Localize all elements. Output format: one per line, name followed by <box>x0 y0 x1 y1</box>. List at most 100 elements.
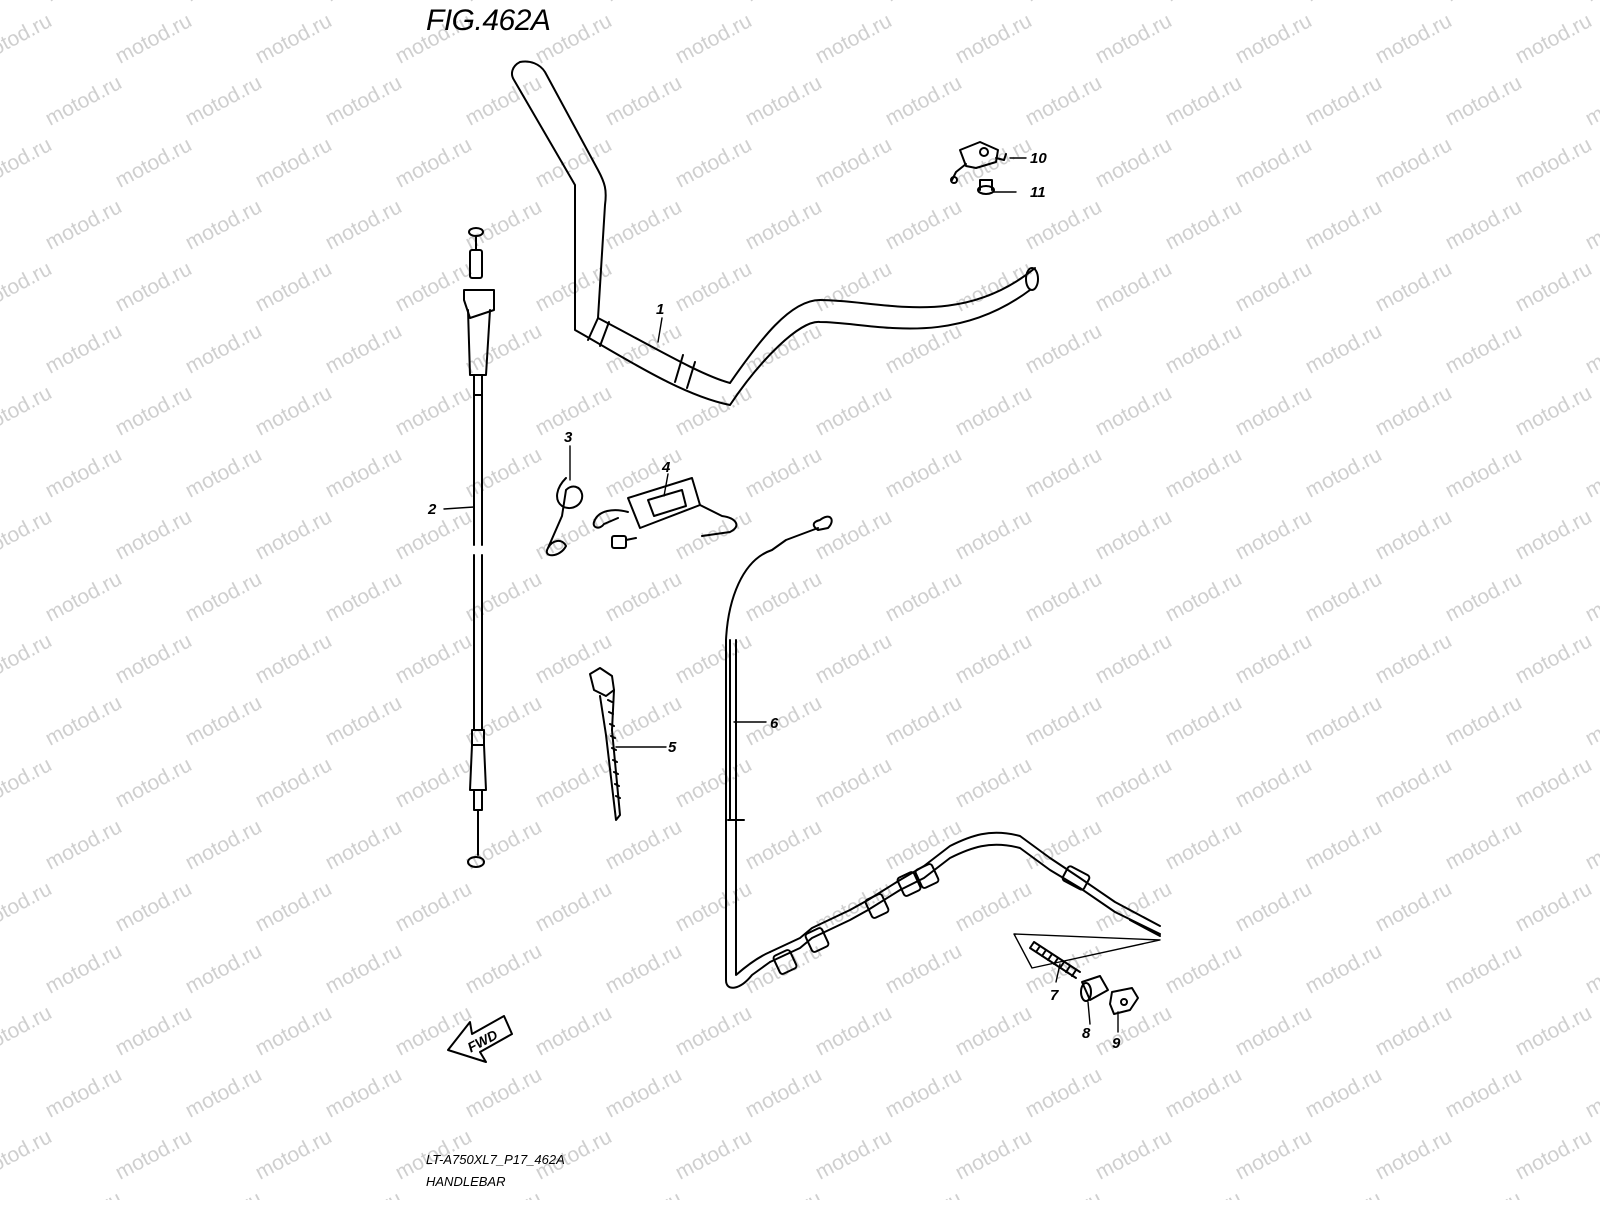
watermark-text: motod.ru <box>1442 443 1526 502</box>
drawing-code: LT-A750XL7_P17_462A <box>426 1152 565 1167</box>
watermark-text: motod.ru <box>42 71 126 130</box>
watermark-text: motod.ru <box>742 0 826 6</box>
callout-11: 11 <box>1030 184 1046 201</box>
watermark-text: motod.ru <box>1232 753 1316 812</box>
watermark-text: motod.ru <box>1022 195 1106 254</box>
watermark-text: motod.ru <box>812 877 896 936</box>
watermark-text: motod.ru <box>182 319 266 378</box>
watermark-text: motod.ru <box>952 505 1036 564</box>
fwd-arrow-icon: FWD <box>447 1015 513 1063</box>
watermark-text: motod.ru <box>1442 0 1526 6</box>
watermark-text: motod.ru <box>812 133 896 192</box>
watermark-text: motod.ru <box>1372 505 1456 564</box>
watermark-text: motod.ru <box>532 381 616 440</box>
watermark-text: motod.ru <box>182 71 266 130</box>
watermark-text: motod.ru <box>42 815 126 874</box>
leader-lines <box>443 157 1119 1033</box>
watermark-text: motod.ru <box>1582 0 1600 6</box>
watermark-text: motod.ru <box>672 753 756 812</box>
assembly-pointer <box>1013 933 1161 969</box>
watermark-text: motod.ru <box>1512 1001 1596 1060</box>
watermark-text: motod.ru <box>252 381 336 440</box>
watermark-text: motod.ru <box>602 815 686 874</box>
watermark-text: motod.ru <box>952 753 1036 812</box>
watermark-text: motod.ru <box>812 753 896 812</box>
watermark-text: motod.ru <box>1092 9 1176 68</box>
watermark-text: motod.ru <box>1232 877 1316 936</box>
watermark-text: motod.ru <box>812 381 896 440</box>
watermark-text: motod.ru <box>42 1063 126 1122</box>
screw-part <box>977 179 995 195</box>
watermark-text: motod.ru <box>42 691 126 750</box>
watermark-text: motod.ru <box>742 1187 826 1200</box>
figure-title: FIG.462A <box>426 4 551 37</box>
watermark-text: motod.ru <box>392 257 476 316</box>
watermark-text: motod.ru <box>1582 939 1600 998</box>
watermark-text: motod.ru <box>392 133 476 192</box>
callout-5: 5 <box>668 739 677 756</box>
watermark-text: motod.ru <box>392 877 476 936</box>
watermark-text: motod.ru <box>1302 195 1386 254</box>
watermark-text: motod.ru <box>812 257 896 316</box>
watermark-text: motod.ru <box>1162 195 1246 254</box>
watermark-text: motod.ru <box>322 815 406 874</box>
watermark-text: motod.ru <box>1022 0 1106 6</box>
watermark-text: motod.ru <box>882 195 966 254</box>
watermark-text: motod.ru <box>1232 1125 1316 1184</box>
watermark-text: motod.ru <box>252 1125 336 1184</box>
watermark-text: motod.ru <box>1442 319 1526 378</box>
watermark-text: motod.ru <box>392 381 476 440</box>
watermark-text: motod.ru <box>1092 1125 1176 1184</box>
watermark-text: motod.ru <box>1582 1187 1600 1200</box>
watermark-text: motod.ru <box>182 1187 266 1200</box>
watermark-text: motod.ru <box>112 9 196 68</box>
watermark-text: motod.ru <box>1162 1187 1246 1200</box>
watermark-text: motod.ru <box>1372 381 1456 440</box>
watermark-text: motod.ru <box>952 1125 1036 1184</box>
watermark-text: motod.ru <box>1302 1187 1386 1200</box>
watermark-text: motod.ru <box>182 939 266 998</box>
watermark-text: motod.ru <box>1092 1001 1176 1060</box>
spring-part <box>1029 941 1081 979</box>
watermark-text: motod.ru <box>1372 753 1456 812</box>
watermark-text: motod.ru <box>672 1125 756 1184</box>
watermark-text: motod.ru <box>1022 71 1106 130</box>
watermark-text: motod.ru <box>42 0 126 6</box>
watermark-text: motod.ru <box>1022 815 1106 874</box>
callout-10: 10 <box>1030 150 1047 167</box>
watermark-text: motod.ru <box>882 939 966 998</box>
watermark-text: motod.ru <box>1582 71 1600 130</box>
watermark-text: motod.ru <box>1442 71 1526 130</box>
watermark-text: motod.ru <box>182 1063 266 1122</box>
watermark-text: motod.ru <box>42 195 126 254</box>
watermark-text: motod.ru <box>322 443 406 502</box>
watermark-text: motod.ru <box>952 877 1036 936</box>
watermark-text: motod.ru <box>112 133 196 192</box>
watermark-text: motod.ru <box>1372 133 1456 192</box>
watermark-text: motod.ru <box>1232 257 1316 316</box>
watermark-text: motod.ru <box>322 319 406 378</box>
watermark-text: motod.ru <box>0 629 56 688</box>
callout-4: 4 <box>661 459 671 476</box>
watermark-text: motod.ru <box>602 1063 686 1122</box>
callout-labels: 1 2 3 4 5 6 7 8 9 10 11 <box>427 150 1121 1052</box>
watermark-text: motod.ru <box>602 71 686 130</box>
watermark-text: motod.ru <box>882 0 966 6</box>
watermark-text: motod.ru <box>1162 0 1246 6</box>
watermark-text: motod.ru <box>392 753 476 812</box>
spring-clip-part <box>545 477 584 557</box>
watermark-text: motod.ru <box>672 877 756 936</box>
watermark-text: motod.ru <box>322 567 406 626</box>
watermark-text: motod.ru <box>0 505 56 564</box>
callout-6: 6 <box>770 715 779 732</box>
watermark-text: motod.ru <box>1022 319 1106 378</box>
watermark-text: motod.ru <box>322 71 406 130</box>
watermark-text: motod.ru <box>602 939 686 998</box>
callout-9: 9 <box>1112 1035 1121 1052</box>
watermark-text: motod.ru <box>1022 1187 1106 1200</box>
watermark-text: motod.ru <box>1302 71 1386 130</box>
section-name: HANDLEBAR <box>426 1174 506 1189</box>
watermark-text: motod.ru <box>1442 195 1526 254</box>
watermark-text: motod.ru <box>672 9 756 68</box>
watermark-text: motod.ru <box>532 505 616 564</box>
